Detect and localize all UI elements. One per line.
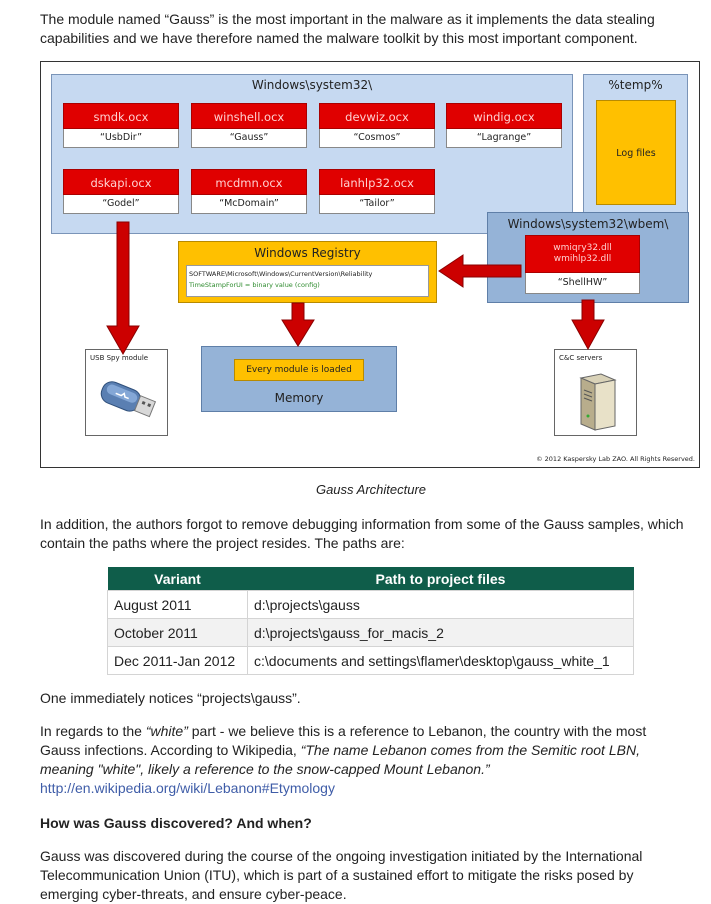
arrow-to-usb <box>106 221 140 356</box>
windows-registry-box: Windows Registry SOFTWARE\Microsoft\Wind… <box>178 241 437 303</box>
wikipedia-link[interactable]: http://en.wikipedia.org/wiki/Lebanon#Ety… <box>40 780 335 796</box>
system32-title: Windows\system32\ <box>251 78 373 92</box>
registry-entry: SOFTWARE\Microsoft\Windows\CurrentVersio… <box>186 265 429 297</box>
module-devwiz: devwiz.ocx “Cosmos” <box>319 103 435 148</box>
module-alias: “Cosmos” <box>319 129 435 148</box>
path-cell: c:\documents and settings\flamer\desktop… <box>247 646 634 675</box>
module-name: wmiqry32.dll wmihlp32.dll <box>525 235 640 273</box>
variant-cell: Dec 2011-Jan 2012 <box>107 646 248 675</box>
paths-intro-paragraph: In addition, the authors forgot to remov… <box>40 516 684 551</box>
table-header-path: Path to project files <box>247 567 634 591</box>
module-alias: “Gauss” <box>191 129 307 148</box>
text-span: In regards to the <box>40 723 146 739</box>
module-mcdmn: mcdmn.ocx “McDomain” <box>191 169 307 214</box>
module-alias: “ShellHW” <box>525 273 640 294</box>
usb-spy-module-box: USB Spy module <box>85 349 168 436</box>
module-name: devwiz.ocx <box>319 103 435 129</box>
variant-cell: October 2011 <box>107 618 248 647</box>
module-name-line: wmiqry32.dll <box>553 243 612 253</box>
arrow-wbem-to-registry <box>438 254 522 288</box>
notice-paragraph: One immediately notices “projects\gauss”… <box>40 690 301 706</box>
module-name: winshell.ocx <box>191 103 307 129</box>
memory-box: Every module is loaded Memory <box>201 346 397 412</box>
figure-caption: Gauss Architecture <box>315 482 427 497</box>
discovery-paragraph: Gauss was discovered during the course o… <box>40 848 643 902</box>
path-cell: d:\projects\gauss_for_macis_2 <box>247 618 634 647</box>
white-quote: “white” <box>145 723 188 739</box>
variant-cell: August 2011 <box>107 590 248 619</box>
intro-paragraph: The module named “Gauss” is the most imp… <box>40 11 655 46</box>
project-paths-table: Variant Path to project files August 201… <box>107 567 634 675</box>
module-wmiqry32: wmiqry32.dll wmihlp32.dll “ShellHW” <box>525 235 640 295</box>
registry-value: TimeStampForUI = binary value (config) <box>189 281 320 289</box>
module-name: lanhlp32.ocx <box>319 169 435 195</box>
wbem-title: Windows\system32\wbem\ <box>507 217 669 231</box>
flow-arrows <box>106 221 605 356</box>
server-tower-icon <box>579 373 617 431</box>
table-row: August 2011 d:\projects\gauss <box>107 590 634 619</box>
table-row: Dec 2011-Jan 2012 c:\documents and setti… <box>107 646 634 675</box>
registry-title: Windows Registry <box>254 246 361 260</box>
module-name: mcdmn.ocx <box>191 169 307 195</box>
module-dskapi: dskapi.ocx “Godel” <box>63 169 179 214</box>
section-heading: How was Gauss discovered? And when? <box>40 815 312 831</box>
arrow-to-cc <box>571 299 605 351</box>
table-row: October 2011 d:\projects\gauss_for_macis… <box>107 618 634 647</box>
wikipedia-quote: “The name Lebanon comes from the Semitic… <box>40 742 640 777</box>
path-cell: d:\projects\gauss <box>247 590 634 619</box>
module-smdk: smdk.ocx “UsbDir” <box>63 103 179 148</box>
memory-label: Memory <box>274 391 324 405</box>
cc-servers-box: C&C servers <box>554 349 637 436</box>
module-alias: “Godel” <box>63 195 179 214</box>
usb-spy-label: USB Spy module <box>90 354 149 362</box>
table-header-variant: Variant <box>107 567 248 591</box>
registry-key: SOFTWARE\Microsoft\Windows\CurrentVersio… <box>189 270 373 278</box>
arrow-to-memory <box>281 302 315 347</box>
module-alias: “Lagrange” <box>446 129 562 148</box>
lebanon-paragraph: In regards to the “white” part - we beli… <box>40 722 690 798</box>
module-winshell: winshell.ocx “Gauss” <box>191 103 307 148</box>
table-header-row: Variant Path to project files <box>107 567 634 591</box>
temp-title: %temp% <box>608 78 663 92</box>
cc-servers-label: C&C servers <box>559 354 603 362</box>
every-module-loaded-box: Every module is loaded <box>234 359 364 381</box>
copyright-notice: © 2012 Kaspersky Lab ZAO. All Rights Res… <box>536 455 695 463</box>
module-alias: “McDomain” <box>191 195 307 214</box>
module-alias: “UsbDir” <box>63 129 179 148</box>
module-name: smdk.ocx <box>63 103 179 129</box>
module-name: windig.ocx <box>446 103 562 129</box>
module-alias: “Tailor” <box>319 195 435 214</box>
text-span: part - we believe this is a reference to… <box>40 723 647 758</box>
module-name-line: wmihlp32.dll <box>553 254 612 264</box>
module-name: dskapi.ocx <box>63 169 179 195</box>
architecture-diagram: Windows\system32\ %temp% Log files smdk.… <box>40 61 700 468</box>
module-windig: windig.ocx “Lagrange” <box>446 103 562 148</box>
log-files-box: Log files <box>596 100 676 205</box>
module-lanhlp32: lanhlp32.ocx “Tailor” <box>319 169 435 214</box>
usb-drive-icon <box>100 381 157 418</box>
